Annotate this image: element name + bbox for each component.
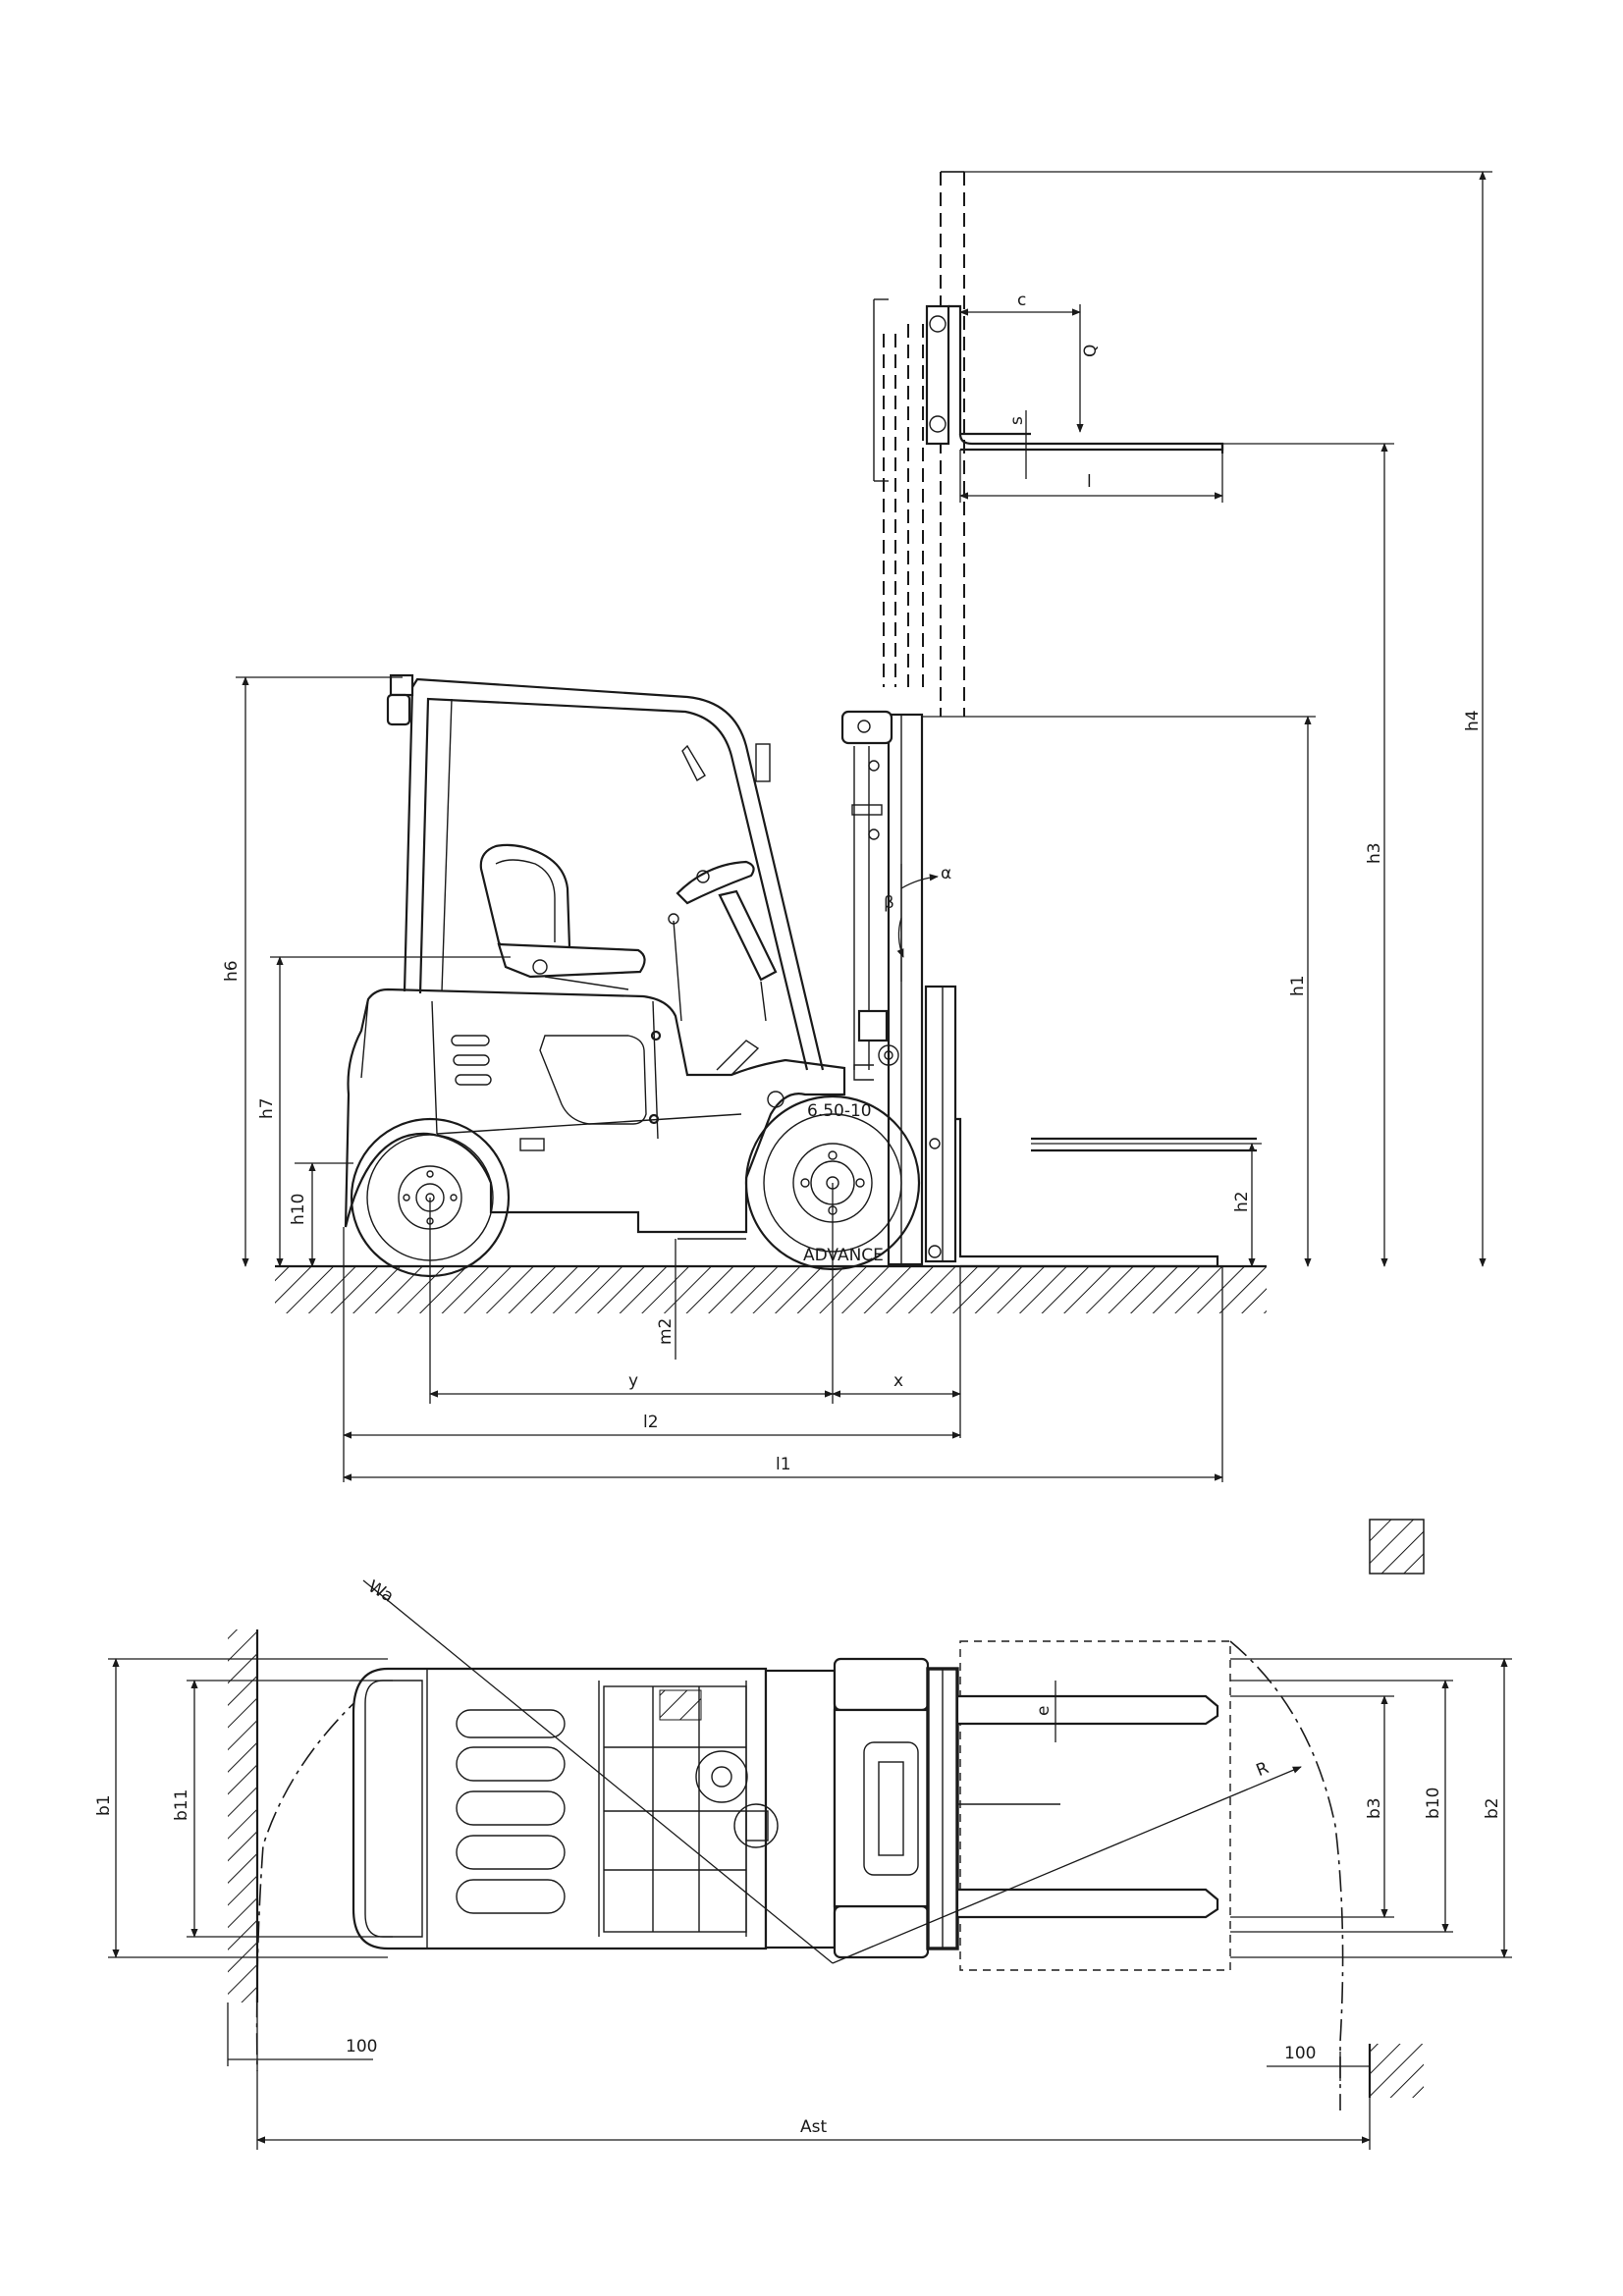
label-l: l [1087,472,1092,492]
label-y: y [628,1371,638,1391]
label-h10: h10 [289,1194,308,1225]
tyre-brand: ADVANCE [803,1246,884,1265]
label-b3: b3 [1365,1797,1384,1819]
turning-arcs [255,1640,1344,2110]
forks-top [955,1694,1219,1919]
side-view: c Q s l h4 h3 h1 h2 [222,171,1492,1482]
label-clearance-right: 100 [1284,2044,1316,2063]
label-b2: b2 [1483,1797,1502,1819]
right-wall [1368,2044,1424,2098]
label-h4: h4 [1463,710,1483,731]
truck-body [344,988,846,1240]
label-c: c [1017,291,1026,310]
top-dimensions: c Q s l h4 h3 h1 h2 [913,171,1492,1267]
lowered-carriage [924,985,1257,1268]
left-wall [228,1629,259,2002]
fork-carriage-top [926,1667,959,1950]
label-b10: b10 [1424,1788,1443,1819]
raised-carriage [925,304,1224,454]
truck-top-body [352,1667,768,1950]
label-Q: Q [1081,345,1101,357]
right-width-dimensions: b3 b10 b2 [1230,1658,1512,1958]
tilt-angles: α β [884,864,951,982]
length-dimensions: m2 y x l2 l1 [343,1183,1223,1482]
mast [840,710,924,1266]
label-b11: b11 [172,1789,191,1821]
label-h3: h3 [1365,842,1384,864]
overhead-guard [386,673,825,1071]
label-l2: l2 [643,1413,659,1432]
label-x: x [893,1371,903,1391]
label-h7: h7 [257,1097,277,1119]
pallet-outline [959,1640,1231,1971]
label-b1: b1 [94,1794,114,1816]
label-Wa: Wa [364,1576,397,1606]
wall-hatch-symbol [1369,1519,1425,1575]
label-alpha: α [941,864,951,883]
label-e: e [1034,1706,1054,1716]
label-R: R [1254,1758,1272,1781]
label-s: s [1007,416,1027,425]
raised-mast-outline [873,171,965,717]
label-h2: h2 [1232,1191,1252,1212]
left-width-dimensions: b1 b11 [94,1658,393,1958]
label-clearance-left: 100 [346,2037,377,2056]
label-l1: l1 [776,1455,791,1474]
label-Ast: Ast [800,2117,827,2137]
top-view: Wa R e b1 b11 b3 [94,1576,1512,2150]
label-h1: h1 [1288,975,1308,996]
tyre-marking: 6.50-10 [807,1101,872,1121]
label-h6: h6 [222,960,242,982]
label-m2: m2 [656,1318,676,1345]
height-dimensions: h6 h7 h10 [222,676,511,1267]
label-beta: β [884,893,894,913]
aisle-dimensions: 100 100 Ast [227,2002,1371,2150]
ground-hatching [275,1264,1267,1313]
operator-seat [479,843,646,990]
steering [668,860,778,1076]
dimension-e: e [1034,1681,1070,1742]
front-axle-top [733,1657,930,1959]
